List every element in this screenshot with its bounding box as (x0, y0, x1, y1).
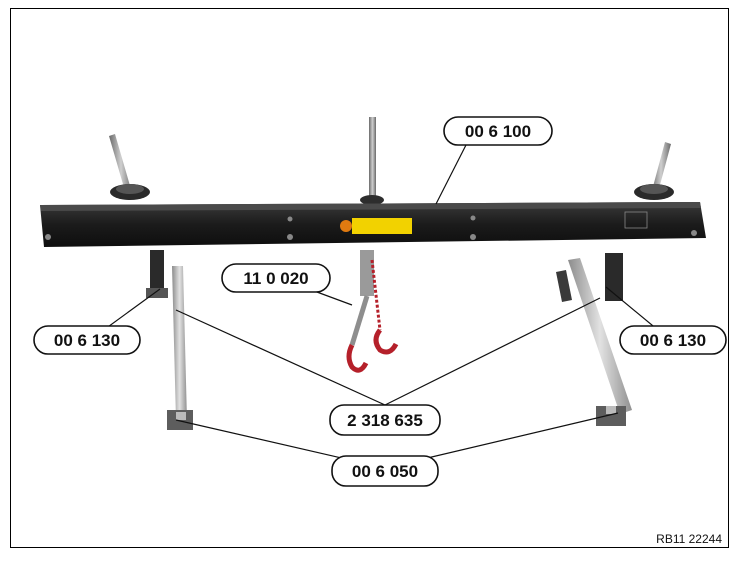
callout-feet: 00 6 050 (331, 455, 439, 487)
callout-support-legs-label: 2 318 635 (347, 411, 423, 430)
warning-label (352, 218, 412, 234)
center-spindle (360, 117, 384, 205)
reference-number: RB11 22244 (656, 532, 722, 546)
callout-right-adapter: 00 6 130 (619, 325, 727, 355)
callout-chain-hoist: 11 0 020 (221, 263, 331, 293)
hook-right (373, 328, 399, 355)
callout-support-legs: 2 318 635 (329, 404, 441, 436)
callout-feet-label: 00 6 050 (352, 462, 418, 481)
callout-crossbeam: 00 6 100 (443, 116, 553, 146)
right-support-leg (556, 258, 632, 426)
callout-left-adapter: 00 6 130 (33, 325, 141, 355)
left-support-leg (167, 266, 193, 430)
callout-right-adapter-label: 00 6 130 (640, 331, 706, 350)
hook-left (346, 343, 369, 373)
left-spindle (109, 134, 150, 200)
left-adapter (146, 250, 168, 298)
callout-left-adapter-label: 00 6 130 (54, 331, 120, 350)
chain-hoist (346, 250, 399, 373)
right-spindle (634, 142, 674, 200)
right-adapter (605, 253, 623, 301)
callout-chain-hoist-label: 11 0 020 (243, 269, 308, 288)
crossbeam (40, 202, 706, 247)
callout-crossbeam-label: 00 6 100 (465, 122, 531, 141)
